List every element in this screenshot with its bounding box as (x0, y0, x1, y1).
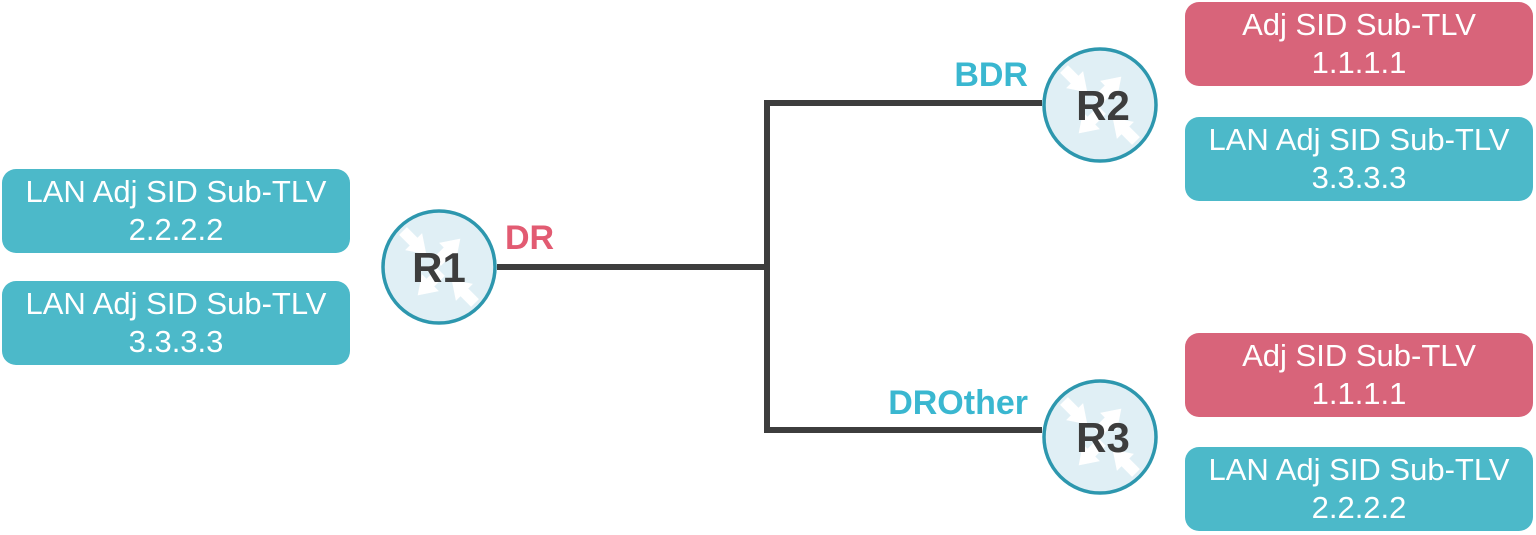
badge-value: 3.3.3.3 (128, 324, 224, 359)
badge-value: 1.1.1.1 (1311, 376, 1407, 411)
badge-title: Adj SID Sub-TLV (1242, 7, 1476, 42)
router-name-label: R3 (1076, 414, 1130, 461)
badge-title: LAN Adj SID Sub-TLV (1208, 122, 1510, 157)
badge-r3-lan-adj-sid-2222: LAN Adj SID Sub-TLV 2.2.2.2 (1185, 447, 1533, 531)
router-r3: R3 (1040, 377, 1160, 497)
link-bus-to-r2 (764, 100, 1042, 106)
badge-title: LAN Adj SID Sub-TLV (25, 174, 327, 209)
router-icon: R1 (381, 209, 497, 325)
badge-title: Adj SID Sub-TLV (1242, 338, 1476, 373)
badge-r3-adj-sid-1111: Adj SID Sub-TLV 1.1.1.1 (1185, 333, 1533, 417)
router-name-label: R2 (1076, 82, 1130, 129)
badge-title: LAN Adj SID Sub-TLV (1208, 452, 1510, 487)
badge-value: 3.3.3.3 (1311, 160, 1407, 195)
role-label-dr: DR (505, 219, 555, 257)
link-bus-to-r3 (764, 427, 1042, 433)
role-label-drother: DROther (888, 384, 1028, 422)
router-name-label: R1 (412, 244, 466, 291)
badge-value: 1.1.1.1 (1311, 45, 1407, 80)
router-icon: R2 (1042, 47, 1158, 163)
router-r2: R2 (1040, 45, 1160, 165)
lan-bus-line (764, 100, 770, 433)
badge-r1-lan-adj-sid-2222: LAN Adj SID Sub-TLV 2.2.2.2 (2, 169, 350, 253)
badge-value: 2.2.2.2 (128, 212, 224, 247)
router-r1: R1 (379, 207, 499, 327)
role-label-bdr: BDR (954, 56, 1028, 94)
badge-value: 2.2.2.2 (1311, 490, 1407, 525)
router-icon: R3 (1042, 379, 1158, 495)
link-r1-to-bus (497, 264, 767, 270)
badge-r1-lan-adj-sid-3333: LAN Adj SID Sub-TLV 3.3.3.3 (2, 281, 350, 365)
badge-r2-lan-adj-sid-3333: LAN Adj SID Sub-TLV 3.3.3.3 (1185, 117, 1533, 201)
badge-r2-adj-sid-1111: Adj SID Sub-TLV 1.1.1.1 (1185, 2, 1533, 86)
badge-title: LAN Adj SID Sub-TLV (25, 286, 327, 321)
